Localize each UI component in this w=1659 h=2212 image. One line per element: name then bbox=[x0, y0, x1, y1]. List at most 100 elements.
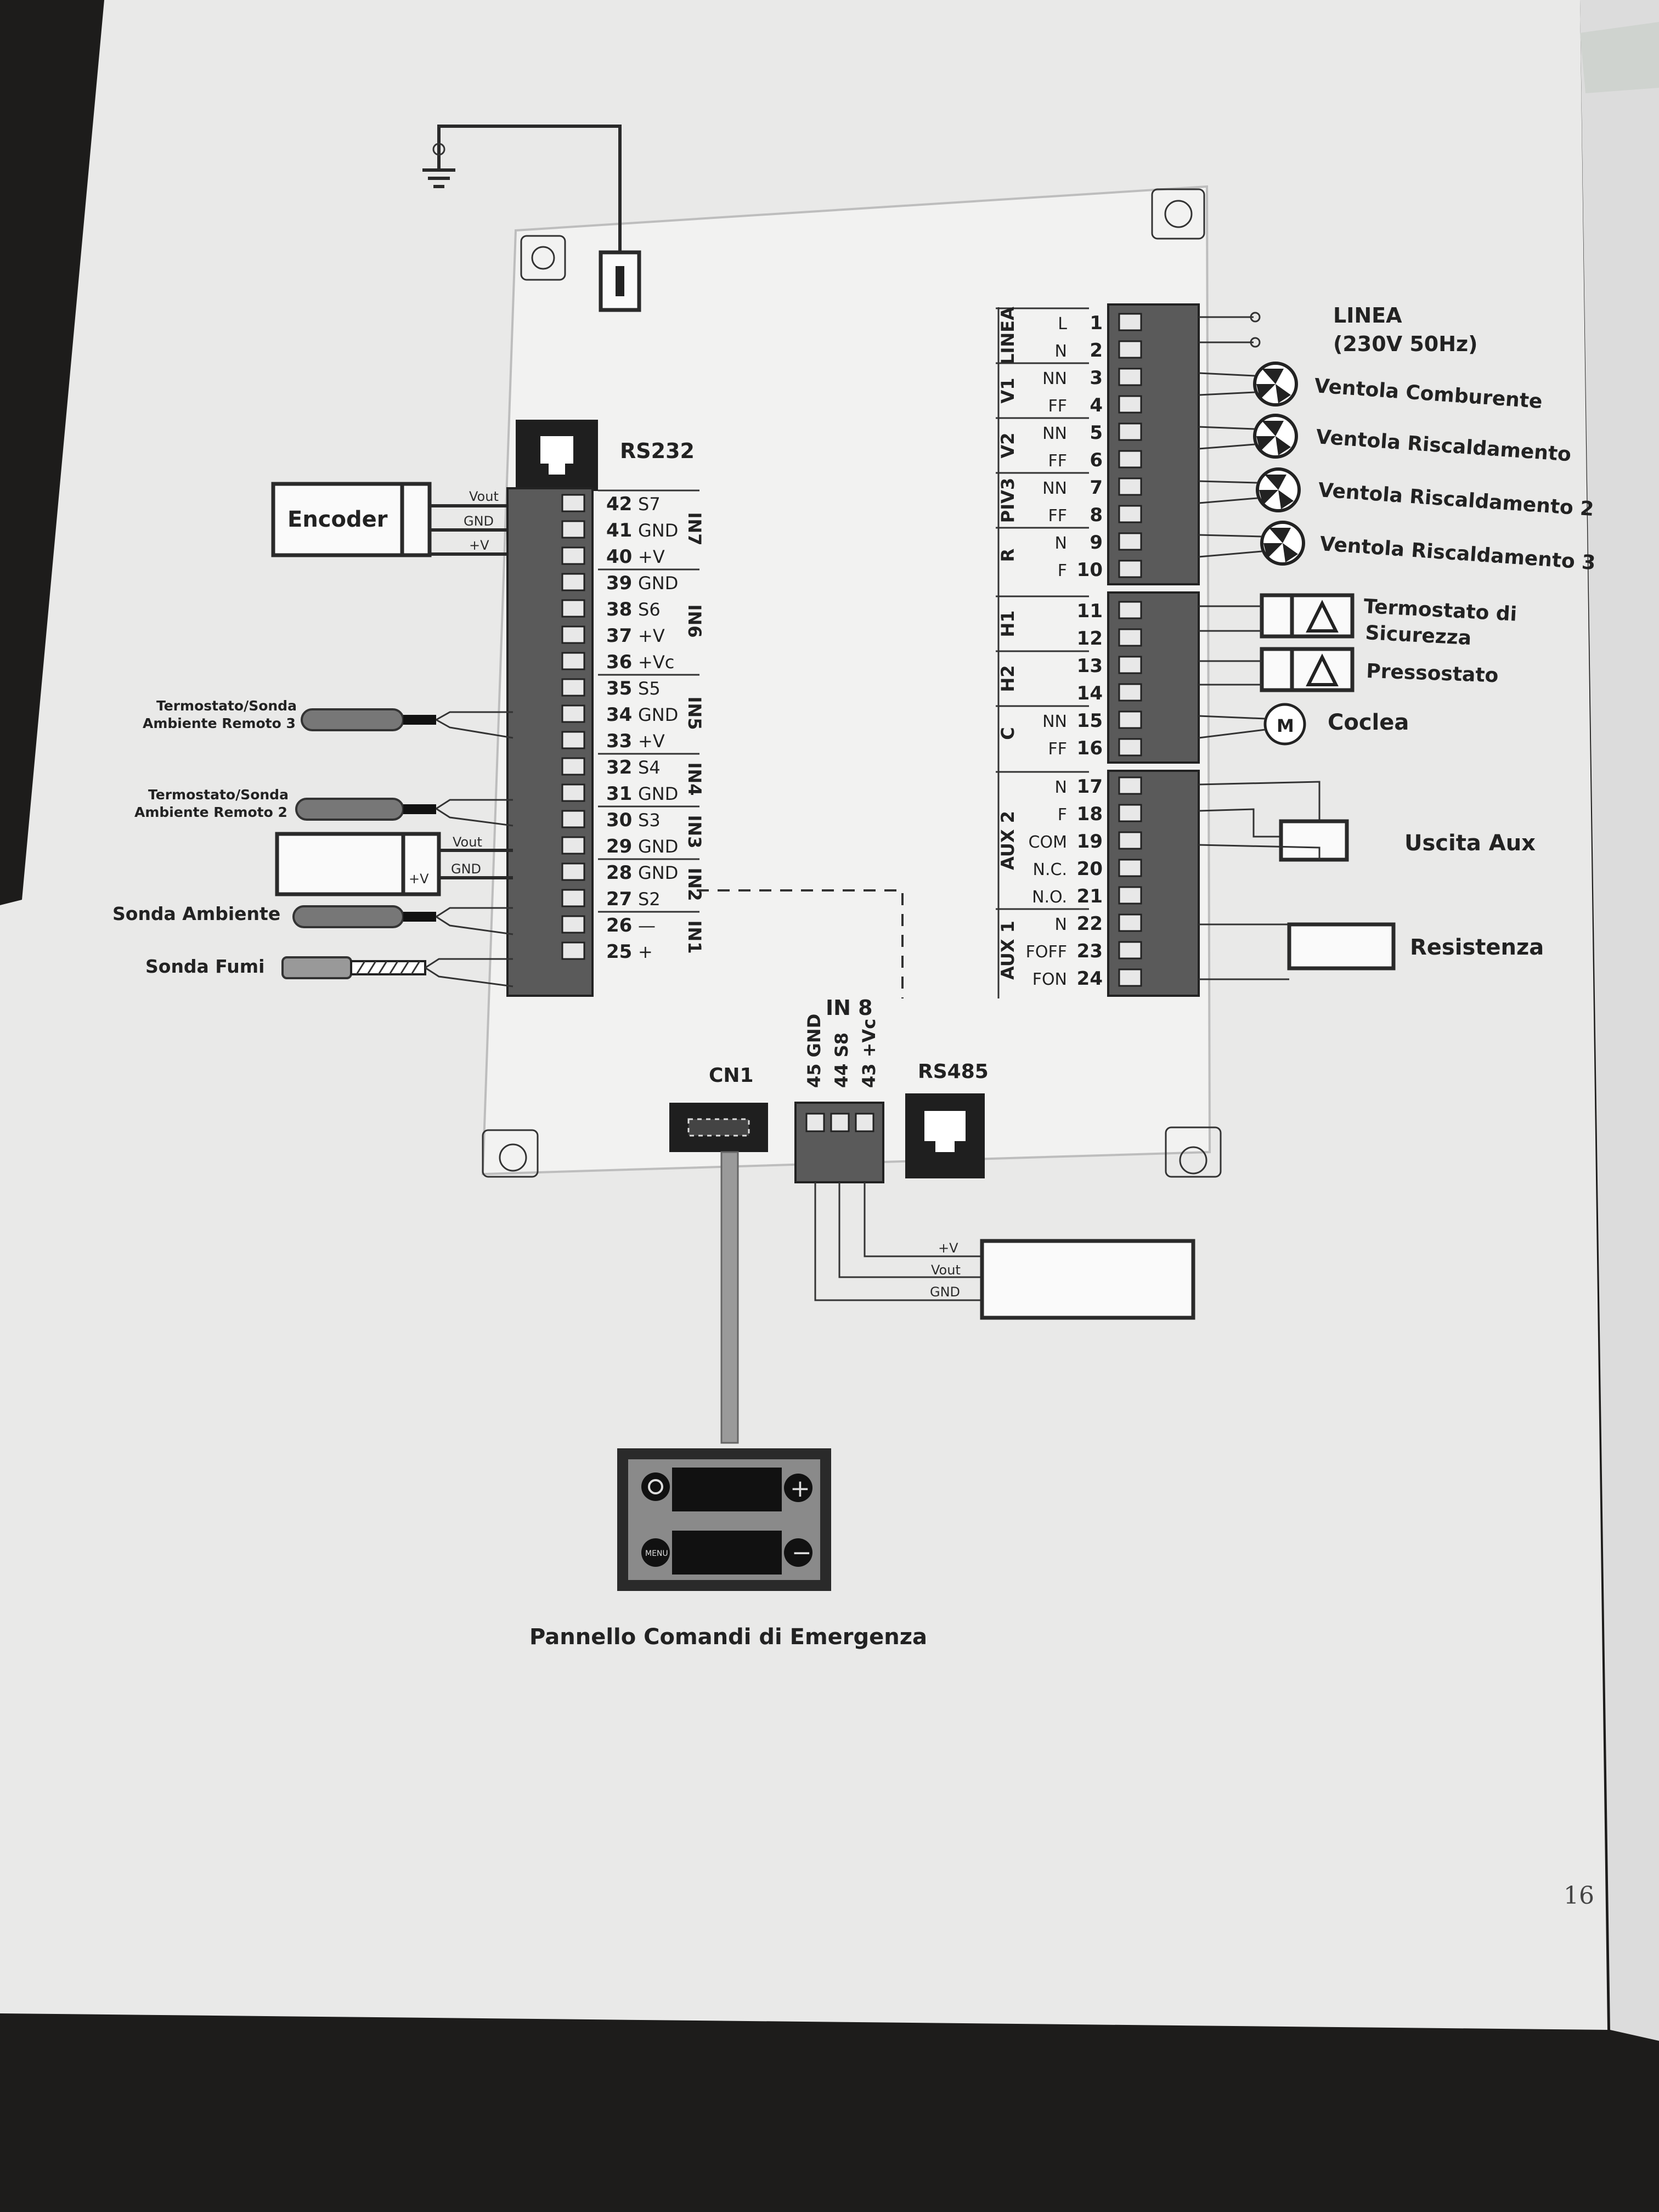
right-terminal-number: 11 bbox=[1077, 600, 1103, 622]
right-terminal-slot bbox=[1118, 395, 1142, 414]
right-terminal-slot bbox=[1118, 738, 1142, 757]
right-terminal-name: FOFF bbox=[1026, 943, 1067, 962]
right-terminal-name: L bbox=[1058, 314, 1067, 334]
in8-pin-45: 45 GND bbox=[804, 1014, 825, 1088]
left-terminal-number: 35 bbox=[606, 678, 632, 699]
in8-pin-43: 43 +Vc bbox=[859, 1019, 879, 1088]
plus-button-icon bbox=[784, 1474, 812, 1502]
left-terminal-name: GND bbox=[638, 520, 678, 541]
left-terminal-name: S6 bbox=[638, 599, 661, 620]
right-group-label: PIV3 bbox=[997, 478, 1018, 523]
left-terminal-number: 27 bbox=[606, 888, 632, 910]
minus-button-icon bbox=[784, 1538, 812, 1567]
right-group-label: V1 bbox=[997, 377, 1018, 403]
left-terminal-name: — bbox=[638, 915, 656, 936]
left-terminal-number: 34 bbox=[606, 704, 632, 726]
right-terminal-number: 19 bbox=[1077, 831, 1103, 853]
rs232-connector bbox=[516, 420, 598, 491]
sonda-fumi: Sonda Fumi bbox=[145, 956, 514, 988]
rs485-connector: RS485 bbox=[905, 1060, 989, 1178]
left-terminal-name: S7 bbox=[638, 494, 661, 515]
control-board bbox=[481, 185, 1222, 1178]
right-terminal-slot bbox=[1118, 831, 1142, 850]
right-terminal-number: 22 bbox=[1077, 913, 1103, 935]
linea-sub-label: (230V 50Hz) bbox=[1333, 332, 1478, 356]
left-terminal-slot bbox=[561, 546, 585, 565]
left-terminal-number: 36 bbox=[606, 651, 632, 673]
sonda-ambiente-label: Sonda Ambiente bbox=[112, 903, 280, 924]
pressostato: Pressostato bbox=[1199, 647, 1499, 692]
right-terminal-number: 13 bbox=[1077, 655, 1103, 677]
left-terminal-slot bbox=[561, 652, 585, 670]
encoder-pin-gnd: GND bbox=[464, 514, 494, 529]
left-terminal-name: +V bbox=[638, 625, 665, 646]
in3-pin-gnd: GND bbox=[451, 861, 481, 877]
coclea-motor: M Coclea bbox=[1198, 703, 1409, 746]
right-group-label: R bbox=[997, 549, 1018, 562]
right-group-label: AUX 2 bbox=[997, 811, 1018, 870]
sensor-remote-2: Termostato/Sonda Ambiente Remoto 2 bbox=[134, 787, 514, 827]
right-terminal-number: 14 bbox=[1077, 682, 1103, 704]
sensor-remote2-line1: Termostato/Sonda bbox=[148, 787, 289, 803]
left-group-label: IN4 bbox=[684, 763, 705, 796]
right-terminal-number: 18 bbox=[1077, 803, 1103, 825]
menu-button-icon bbox=[641, 1538, 670, 1567]
right-group-label: H2 bbox=[997, 665, 1018, 692]
left-terminal-slot bbox=[561, 494, 585, 512]
right-terminal-slot bbox=[1118, 477, 1142, 496]
left-terminal-slot bbox=[561, 520, 585, 539]
left-group-label: IN7 bbox=[684, 512, 705, 546]
in3-pin-v: +V bbox=[409, 871, 429, 887]
left-terminal-number: 42 bbox=[606, 493, 632, 515]
right-terminal-slot bbox=[1118, 313, 1142, 331]
left-terminal-number: 25 bbox=[606, 941, 632, 963]
right-terminal-name: N.C. bbox=[1033, 860, 1067, 879]
right-terminal-name: NN bbox=[1042, 479, 1067, 498]
right-terminal-slot bbox=[1118, 656, 1142, 674]
right-terminal-name: NN bbox=[1042, 424, 1067, 443]
linea-label: LINEA bbox=[1333, 303, 1402, 328]
left-terminal-slot bbox=[561, 625, 585, 644]
sensor-remote-3: Termostato/Sonda Ambiente Remoto 3 bbox=[143, 698, 514, 739]
warning-icon bbox=[1306, 653, 1339, 686]
right-terminal-name: NN bbox=[1042, 712, 1067, 731]
ground-connection bbox=[422, 125, 622, 252]
left-terminal-number: 38 bbox=[606, 599, 632, 620]
right-terminal-number: 8 bbox=[1090, 504, 1103, 526]
right-terminal-name: FF bbox=[1048, 452, 1067, 471]
coclea-label: Coclea bbox=[1328, 710, 1409, 735]
in3-pin-vout: Vout bbox=[453, 834, 482, 850]
fuse bbox=[599, 250, 641, 312]
right-terminal-number: 6 bbox=[1090, 449, 1103, 471]
page-number: 16 bbox=[1564, 1882, 1594, 1910]
warning-icon bbox=[1306, 600, 1339, 633]
left-terminal-slot bbox=[561, 731, 585, 749]
left-terminal-name: S4 bbox=[638, 757, 661, 778]
emergency-panel: + MENU − bbox=[617, 1448, 831, 1591]
left-terminal-name: S3 bbox=[638, 810, 661, 831]
left-terminal-number: 40 bbox=[606, 546, 632, 568]
left-terminal-slot bbox=[561, 915, 585, 934]
right-terminal-labels: 1L2N3NN4FF5NN6FF7NN8FF9N10F1112131415NN1… bbox=[996, 307, 1103, 998]
right-terminal-number: 4 bbox=[1090, 394, 1103, 416]
right-terminal-name: N bbox=[1055, 778, 1067, 797]
right-terminal-number: 5 bbox=[1090, 422, 1103, 444]
right-terminal-name: N bbox=[1055, 534, 1067, 553]
in8-connector: IN 8 45 GND 44 S8 43 +Vc bbox=[794, 996, 982, 1301]
right-terminal-name: FF bbox=[1048, 397, 1067, 416]
right-terminal-number: 15 bbox=[1077, 710, 1103, 732]
right-terminal-name: COM bbox=[1029, 833, 1067, 852]
thermostat-sub-label: Sicurezza bbox=[1365, 622, 1472, 650]
power-button-icon bbox=[641, 1472, 670, 1501]
right-terminal-number: 12 bbox=[1077, 628, 1103, 650]
left-terminal-slot bbox=[561, 862, 585, 881]
left-terminal-name: GND bbox=[638, 704, 678, 725]
panel-title: Pannello Comandi di Emergenza bbox=[529, 1624, 927, 1650]
uscita-aux-label: Uscita Aux bbox=[1404, 831, 1536, 856]
left-terminal-number: 29 bbox=[606, 836, 632, 857]
sensor-remote3-line1: Termostato/Sonda bbox=[156, 698, 297, 714]
paper-edge bbox=[1580, 0, 1659, 2041]
right-terminal-slot bbox=[1118, 968, 1142, 987]
rs232-label: RS232 bbox=[620, 439, 695, 463]
